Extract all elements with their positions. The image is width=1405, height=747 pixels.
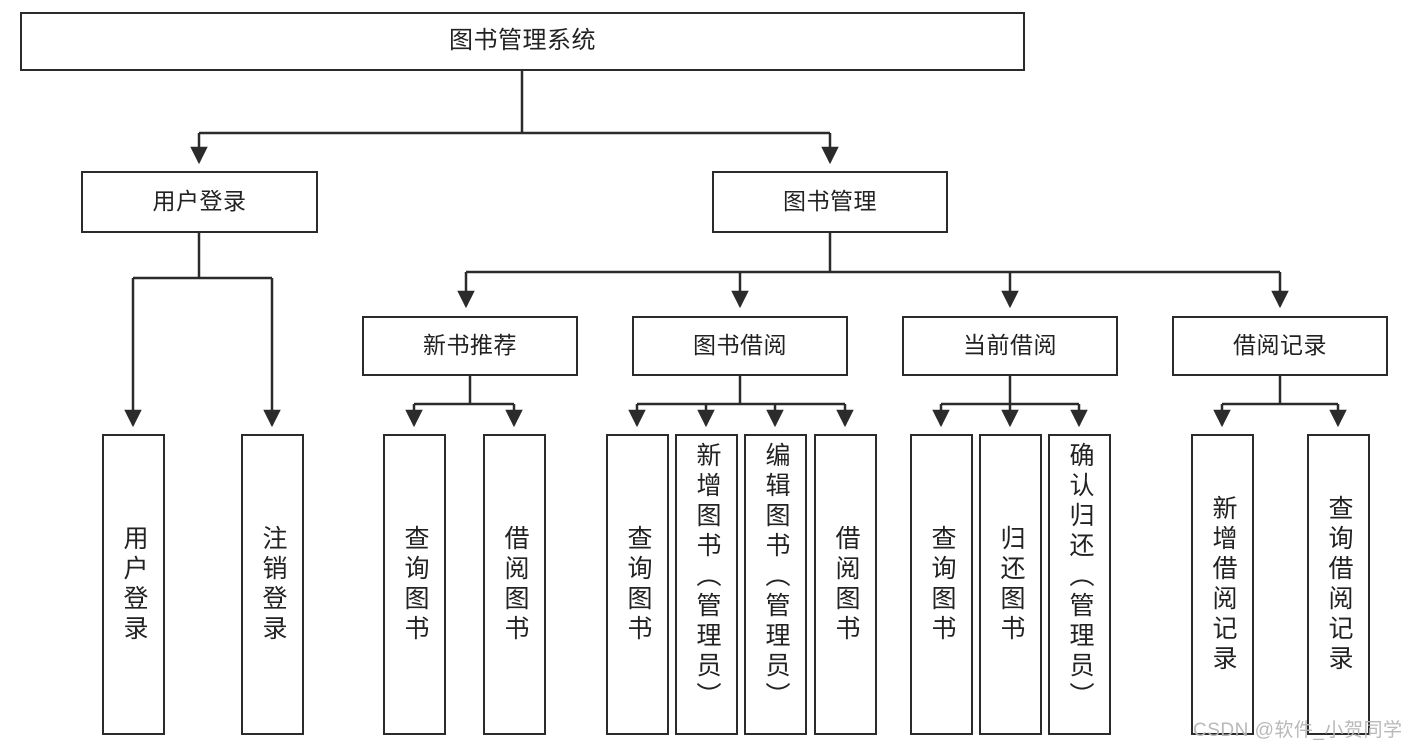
node-borrow-record[interactable]: 借阅记录 xyxy=(1172,316,1388,376)
node-user-login[interactable]: 用户登录 xyxy=(81,171,318,233)
leaf-cb-confirm-return-label: 确认归还（管理员） xyxy=(1066,442,1094,712)
leaf-logout[interactable]: 注销登录 xyxy=(241,434,304,735)
leaf-nb-borrow-book-label: 借阅图书 xyxy=(501,524,529,645)
leaf-cb-return-book[interactable]: 归还图书 xyxy=(979,434,1042,735)
node-current-borrow-label: 当前借阅 xyxy=(963,332,1057,359)
leaf-br-add-record-label: 新增借阅记录 xyxy=(1209,494,1237,675)
leaf-user-login-label: 用户登录 xyxy=(120,524,148,645)
leaf-cb-query-book-label: 查询图书 xyxy=(928,524,956,645)
leaf-bb-query-book-label: 查询图书 xyxy=(624,524,652,645)
node-root[interactable]: 图书管理系统 xyxy=(20,12,1025,71)
leaf-br-query-record[interactable]: 查询借阅记录 xyxy=(1307,434,1370,735)
leaf-br-add-record[interactable]: 新增借阅记录 xyxy=(1191,434,1254,735)
leaf-br-query-record-label: 查询借阅记录 xyxy=(1325,494,1353,675)
leaf-nb-borrow-book[interactable]: 借阅图书 xyxy=(483,434,546,735)
leaf-bb-edit-book[interactable]: 编辑图书（管理员） xyxy=(744,434,807,735)
leaf-bb-add-book[interactable]: 新增图书（管理员） xyxy=(675,434,738,735)
leaf-cb-return-book-label: 归还图书 xyxy=(997,524,1025,645)
node-current-borrow[interactable]: 当前借阅 xyxy=(902,316,1118,376)
leaf-bb-borrow-book[interactable]: 借阅图书 xyxy=(814,434,877,735)
leaf-cb-confirm-return[interactable]: 确认归还（管理员） xyxy=(1048,434,1111,735)
node-borrow-record-label: 借阅记录 xyxy=(1233,332,1327,359)
leaf-bb-borrow-book-label: 借阅图书 xyxy=(832,524,860,645)
node-borrow-book[interactable]: 图书借阅 xyxy=(632,316,848,376)
leaf-bb-query-book[interactable]: 查询图书 xyxy=(606,434,669,735)
node-book-manage-label: 图书管理 xyxy=(783,188,877,215)
leaf-nb-query-book[interactable]: 查询图书 xyxy=(383,434,446,735)
leaf-user-login[interactable]: 用户登录 xyxy=(102,434,165,735)
leaf-logout-label: 注销登录 xyxy=(259,524,287,645)
node-borrow-book-label: 图书借阅 xyxy=(693,332,787,359)
node-user-login-label: 用户登录 xyxy=(152,188,247,215)
leaf-nb-query-book-label: 查询图书 xyxy=(401,524,429,645)
node-book-manage[interactable]: 图书管理 xyxy=(712,171,948,233)
leaf-bb-add-book-label: 新增图书（管理员） xyxy=(693,442,721,712)
node-new-book-label: 新书推荐 xyxy=(423,332,517,359)
leaf-bb-edit-book-label: 编辑图书（管理员） xyxy=(762,442,790,712)
csdn-watermark: CSDN @软件_小贺同学 xyxy=(1193,720,1403,741)
node-root-label: 图书管理系统 xyxy=(449,27,596,55)
node-new-book[interactable]: 新书推荐 xyxy=(362,316,578,376)
leaf-cb-query-book[interactable]: 查询图书 xyxy=(910,434,973,735)
